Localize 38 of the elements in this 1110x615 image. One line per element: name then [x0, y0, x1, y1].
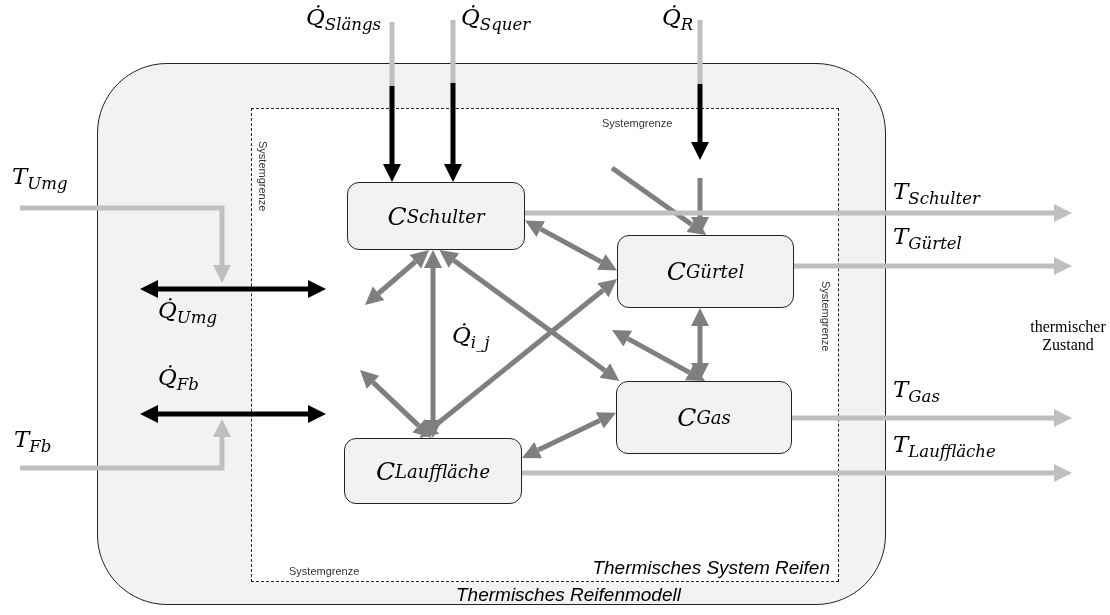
- flow-label: Q̇$_{Fb}$: [158, 364, 199, 394]
- arrow: [525, 220, 617, 271]
- boundary-label: Systemgrenze: [257, 141, 269, 212]
- arrow: [424, 250, 442, 438]
- edge-label: T$_{Schulter}$: [893, 178, 980, 208]
- edge-label: T$_{Gürtel}$: [893, 223, 962, 253]
- model-boundary-box: [97, 63, 886, 605]
- arrow: [522, 464, 1072, 482]
- arrow: [525, 204, 1072, 222]
- temperature-label: T$_{Fb}$: [14, 426, 52, 456]
- arrow: [792, 409, 1072, 427]
- arrow: [612, 330, 706, 381]
- arrow: [691, 178, 709, 235]
- system-boundary-box: [251, 108, 839, 582]
- arrow: [365, 250, 429, 305]
- arrow: [383, 22, 401, 182]
- arrow: [439, 250, 620, 381]
- edge-label: T$_{Lauffläche}$: [893, 431, 996, 461]
- side-note: thermischer Zustand: [1029, 318, 1107, 354]
- box-title: Thermisches Reifenmodell: [456, 584, 681, 606]
- arrow: [419, 278, 617, 438]
- boundary-label: Systemgrenze: [820, 281, 832, 352]
- arrow: [444, 20, 462, 182]
- box-title: Thermisches System Reifen: [592, 557, 830, 579]
- temperature-label: T$_{Umg}$: [12, 163, 68, 193]
- arrow: [360, 370, 432, 438]
- arrow: [794, 257, 1072, 275]
- boundary-label: Systemgrenze: [289, 565, 360, 577]
- boundary-label: Systemgrenze: [602, 117, 673, 129]
- edge-label: Q̇$_{i_j}$: [452, 322, 490, 352]
- arrow: [610, 165, 707, 235]
- arrow: [522, 412, 616, 459]
- arrow: [691, 20, 709, 160]
- arrow: [20, 205, 231, 283]
- heat-flow-label: Q̇$_{R}$: [662, 4, 694, 34]
- flow-label: Q̇$_{Umg}$: [158, 297, 218, 327]
- arrow: [20, 419, 231, 471]
- edge-label: T$_{Gas}$: [893, 376, 940, 406]
